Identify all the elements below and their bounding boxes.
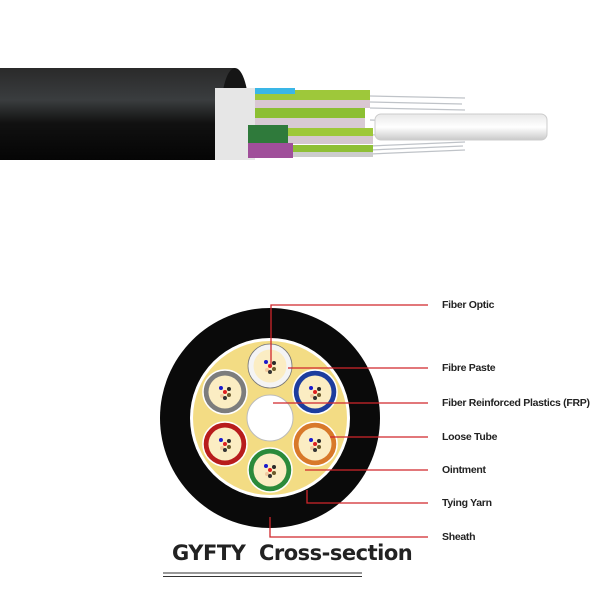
- fiber-optic: [264, 360, 268, 364]
- fiber-optic: [317, 445, 322, 449]
- fiber-optic: [272, 471, 276, 475]
- fiber-optic: [222, 390, 227, 394]
- loose-tube: [247, 343, 293, 389]
- frp-core: [246, 394, 294, 442]
- fiber-optic: [317, 387, 322, 391]
- cross-section: [160, 308, 380, 528]
- leader-sheath: [269, 517, 428, 538]
- fiber-optic: [218, 386, 223, 390]
- fiber-optic: [309, 386, 314, 390]
- fiber-optic: [309, 438, 314, 442]
- fiber-optic: [272, 367, 276, 371]
- loose-tube: [247, 447, 293, 493]
- fiber-optic: [313, 442, 318, 446]
- fiber-optic: [226, 445, 231, 449]
- leader-lines: [269, 304, 428, 538]
- label-sheath: Sheath: [442, 531, 476, 543]
- label-ointment: Ointment: [442, 464, 486, 476]
- fiber-optic: [268, 370, 272, 374]
- label-fiber-optic: Fiber Optic: [442, 299, 495, 311]
- cable-photo: [0, 68, 548, 160]
- label-tying-yarn: Tying Yarn: [442, 497, 492, 509]
- fiber-optic: [226, 393, 231, 397]
- fiber-optic: [222, 396, 227, 400]
- fiber-optic: [313, 396, 318, 400]
- loose-tube: [202, 421, 248, 467]
- loose-tube: [292, 369, 338, 415]
- leader-fiber-optic: [270, 304, 428, 367]
- fiber-optic: [272, 465, 276, 469]
- diagram-title: GYFTY Cross-section: [172, 541, 413, 565]
- fiber-optic: [264, 464, 268, 468]
- fiber-optic: [226, 439, 231, 443]
- fiber-optic: [219, 446, 224, 450]
- fiber-optic: [265, 368, 269, 372]
- fiber-optic: [226, 387, 231, 391]
- fiber-optic: [268, 474, 272, 478]
- label-frp: Fiber Reinforced Plastics (FRP): [442, 397, 590, 409]
- fiber-optic: [268, 468, 272, 472]
- fiber-optic: [222, 442, 227, 446]
- fiber-optic: [313, 390, 318, 394]
- fiber-optic: [272, 361, 276, 365]
- tube-strand: [255, 90, 370, 100]
- outer-jacket: [0, 68, 235, 160]
- label-fibre-paste: Fibre Paste: [442, 362, 496, 374]
- fiber-optic: [265, 472, 269, 476]
- loose-tube: [292, 421, 338, 467]
- central-rod: [374, 113, 548, 141]
- title-underline: [163, 572, 362, 577]
- fiber-optic: [313, 448, 318, 452]
- leader-tying-yarn: [306, 490, 428, 504]
- fiber-optic: [218, 438, 223, 442]
- fiber-optic: [310, 394, 315, 398]
- loose-tube: [202, 369, 248, 415]
- fiber-optic: [219, 394, 224, 398]
- fiber-optic: [222, 448, 227, 452]
- fiber-optic: [310, 446, 315, 450]
- fiber-optic: [317, 439, 322, 443]
- fiber-optic: [317, 393, 322, 397]
- label-loose-tube: Loose Tube: [442, 431, 498, 443]
